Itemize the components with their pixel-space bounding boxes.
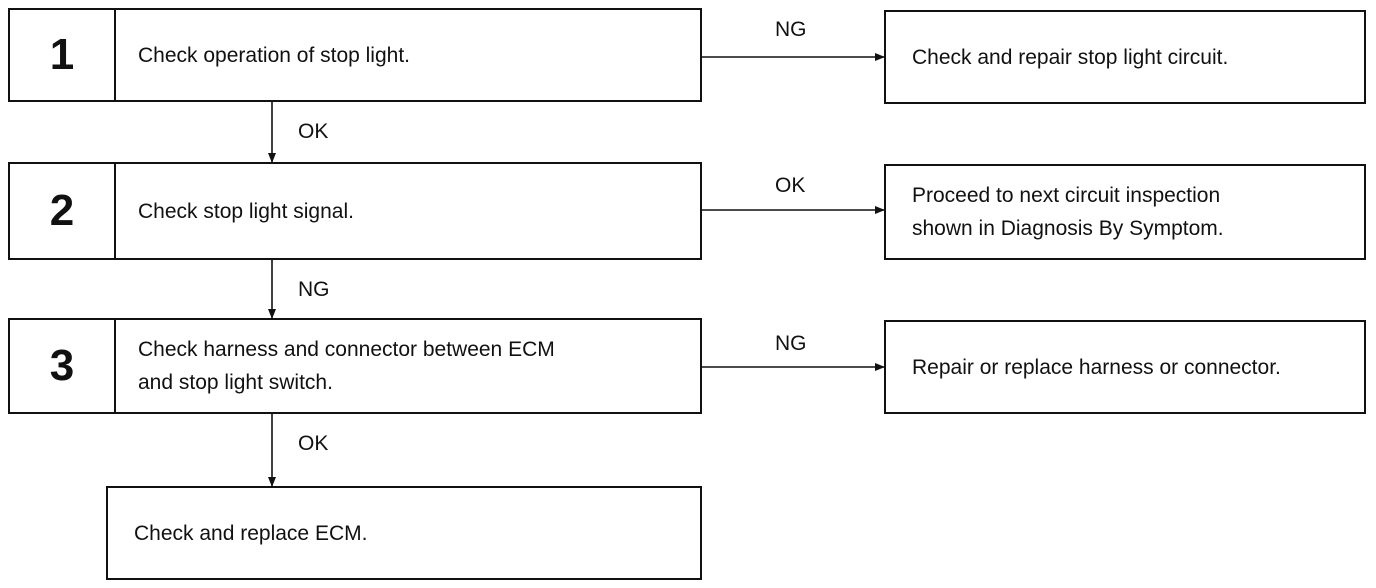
step-2-box: 2 Check stop light signal. bbox=[8, 162, 702, 260]
step-number: 1 bbox=[10, 10, 116, 100]
down-label-1: OK bbox=[298, 120, 329, 143]
final-box: Check and replace ECM. bbox=[106, 486, 702, 580]
result-3-box: Repair or replace harness or connector. bbox=[884, 320, 1366, 414]
step-text-line: and stop light switch. bbox=[138, 371, 333, 394]
result-text-line: Proceed to next circuit inspection bbox=[912, 184, 1221, 207]
final-text: Check and replace ECM. bbox=[134, 488, 692, 578]
step-1-box: 1 Check operation of stop light. bbox=[8, 8, 702, 102]
branch-label-1: NG bbox=[775, 18, 807, 41]
result-text-line: Check and repair stop light circuit. bbox=[912, 45, 1229, 69]
step-text: Check operation of stop light. bbox=[138, 10, 692, 100]
result-2-box: Proceed to next circuit inspection shown… bbox=[884, 164, 1366, 260]
branch-label-3: NG bbox=[775, 332, 807, 355]
result-text: Proceed to next circuit inspection shown… bbox=[912, 166, 1356, 258]
result-text: Repair or replace harness or connector. bbox=[912, 322, 1356, 412]
step-text: Check harness and connector between ECM … bbox=[138, 320, 692, 412]
step-number: 3 bbox=[10, 320, 116, 412]
step-number: 2 bbox=[10, 164, 116, 258]
result-text: Check and repair stop light circuit. bbox=[912, 12, 1356, 102]
step-text-line: Check operation of stop light. bbox=[138, 43, 410, 67]
step-text: Check stop light signal. bbox=[138, 164, 692, 258]
step-text-line: Check harness and connector between ECM bbox=[138, 338, 555, 361]
result-text-line: Repair or replace harness or connector. bbox=[912, 355, 1281, 379]
branch-label-2: OK bbox=[775, 174, 806, 197]
step-text-line: Check stop light signal. bbox=[138, 199, 354, 223]
result-1-box: Check and repair stop light circuit. bbox=[884, 10, 1366, 104]
final-text-line: Check and replace ECM. bbox=[134, 521, 368, 545]
down-label-3: OK bbox=[298, 432, 329, 455]
result-text-line: shown in Diagnosis By Symptom. bbox=[912, 217, 1224, 240]
step-3-box: 3 Check harness and connector between EC… bbox=[8, 318, 702, 414]
down-label-2: NG bbox=[298, 278, 330, 301]
